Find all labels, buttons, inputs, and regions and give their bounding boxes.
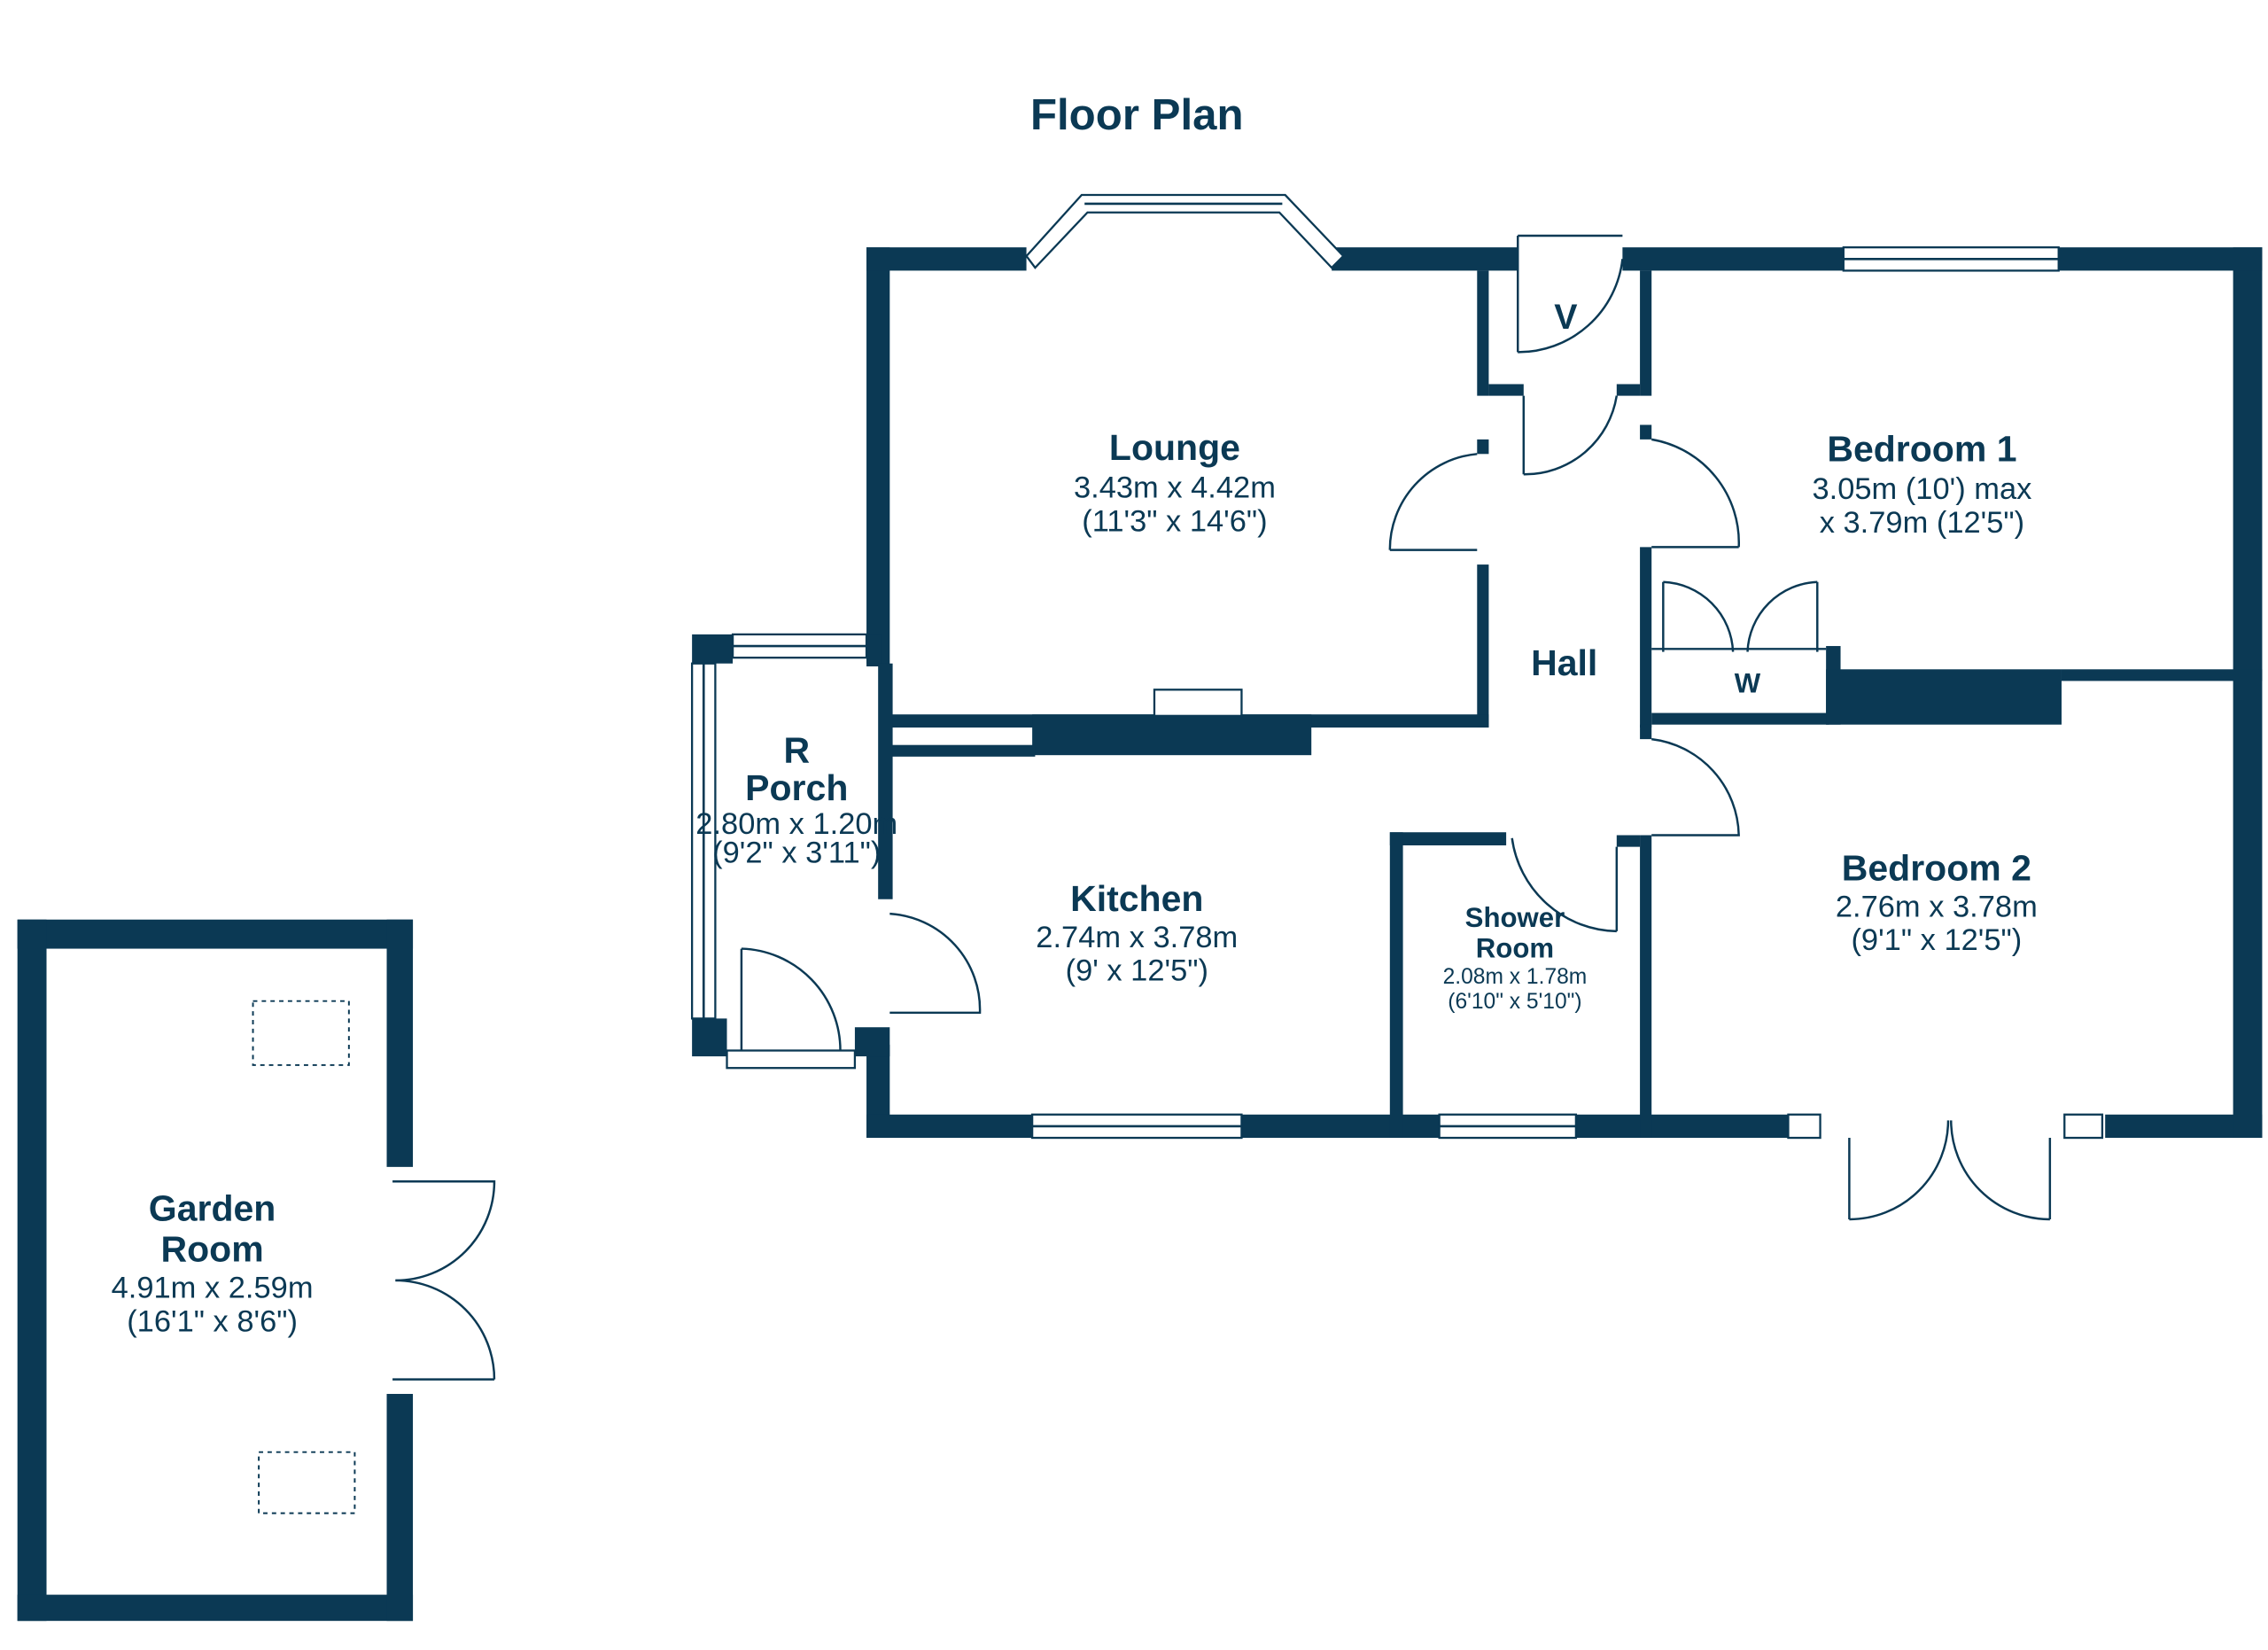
- shower-room-dim-imperial: (6'10" x 5'10"): [1448, 990, 1581, 1014]
- lounge-dim-imperial: (11'3" x 14'6"): [1082, 504, 1267, 538]
- room-kitchen: Kitchen 2.74m x 3.78m (9' x 12'5"): [1036, 878, 1238, 988]
- porch-walls: [692, 634, 893, 1057]
- room-lounge: Lounge 3.43m x 4.42m (11'3" x 14'6"): [1074, 427, 1276, 538]
- garden-room-name-1: Garden: [149, 1188, 276, 1229]
- garden-room-name-2: Room: [161, 1229, 264, 1270]
- wardrobe-label: W: [1735, 668, 1761, 699]
- bedroom2-dim-imperial: (9'1" x 12'5"): [1851, 923, 2022, 957]
- room-porch: R Porch 2.80m x 1.20m (9'2" x 3'11"): [695, 729, 897, 869]
- kitchen-name: Kitchen: [1070, 878, 1203, 919]
- garden-room-walls: [17, 919, 414, 1622]
- porch-dim-metric: 2.80m x 1.20m: [695, 807, 897, 841]
- windows: [252, 193, 2104, 1514]
- room-shower-room: Shower Room 2.08m x 1.78m (6'10" x 5'10"…: [1443, 902, 1588, 1014]
- bedroom1-dim-imperial: x 3.79m (12'5"): [1820, 506, 2024, 540]
- hall-name: Hall: [1531, 642, 1597, 683]
- shower-room-name-1: Shower: [1465, 902, 1565, 933]
- garden-room-dim-imperial: (16'1" x 8'6"): [127, 1304, 298, 1338]
- shower-room-dim-metric: 2.08m x 1.78m: [1443, 965, 1588, 989]
- porch-name-r: R: [783, 729, 810, 770]
- doors: [392, 234, 2052, 1381]
- bedroom1-name: Bedroom 1: [1827, 428, 2016, 469]
- house-walls: [866, 247, 2263, 1139]
- lounge-dim-metric: 3.43m x 4.42m: [1074, 471, 1276, 505]
- porch-dim-imperial: (9'2" x 3'11"): [712, 837, 881, 870]
- room-bedroom-1: Bedroom 1 3.05m (10') max x 3.79m (12'5"…: [1812, 428, 2031, 539]
- kitchen-dim-imperial: (9' x 12'5"): [1066, 954, 1208, 988]
- shower-room-name-2: Room: [1476, 932, 1554, 963]
- room-bedroom-2: Bedroom 2 2.76m x 3.78m (9'1" x 12'5"): [1836, 847, 2038, 957]
- lounge-name: Lounge: [1109, 427, 1240, 468]
- plan-title: Floor Plan: [1030, 90, 1244, 139]
- kitchen-dim-metric: 2.74m x 3.78m: [1036, 921, 1238, 954]
- room-garden-room: Garden Room 4.91m x 2.59m (16'1" x 8'6"): [112, 1188, 314, 1339]
- vestibule-label: V: [1554, 298, 1577, 337]
- porch-name: Porch: [745, 767, 848, 808]
- garden-room-dim-metric: 4.91m x 2.59m: [112, 1272, 314, 1305]
- bedroom1-dim-metric: 3.05m (10') max: [1812, 472, 2031, 506]
- bedroom2-name: Bedroom 2: [1842, 847, 2031, 888]
- bedroom2-dim-metric: 2.76m x 3.78m: [1836, 890, 2038, 923]
